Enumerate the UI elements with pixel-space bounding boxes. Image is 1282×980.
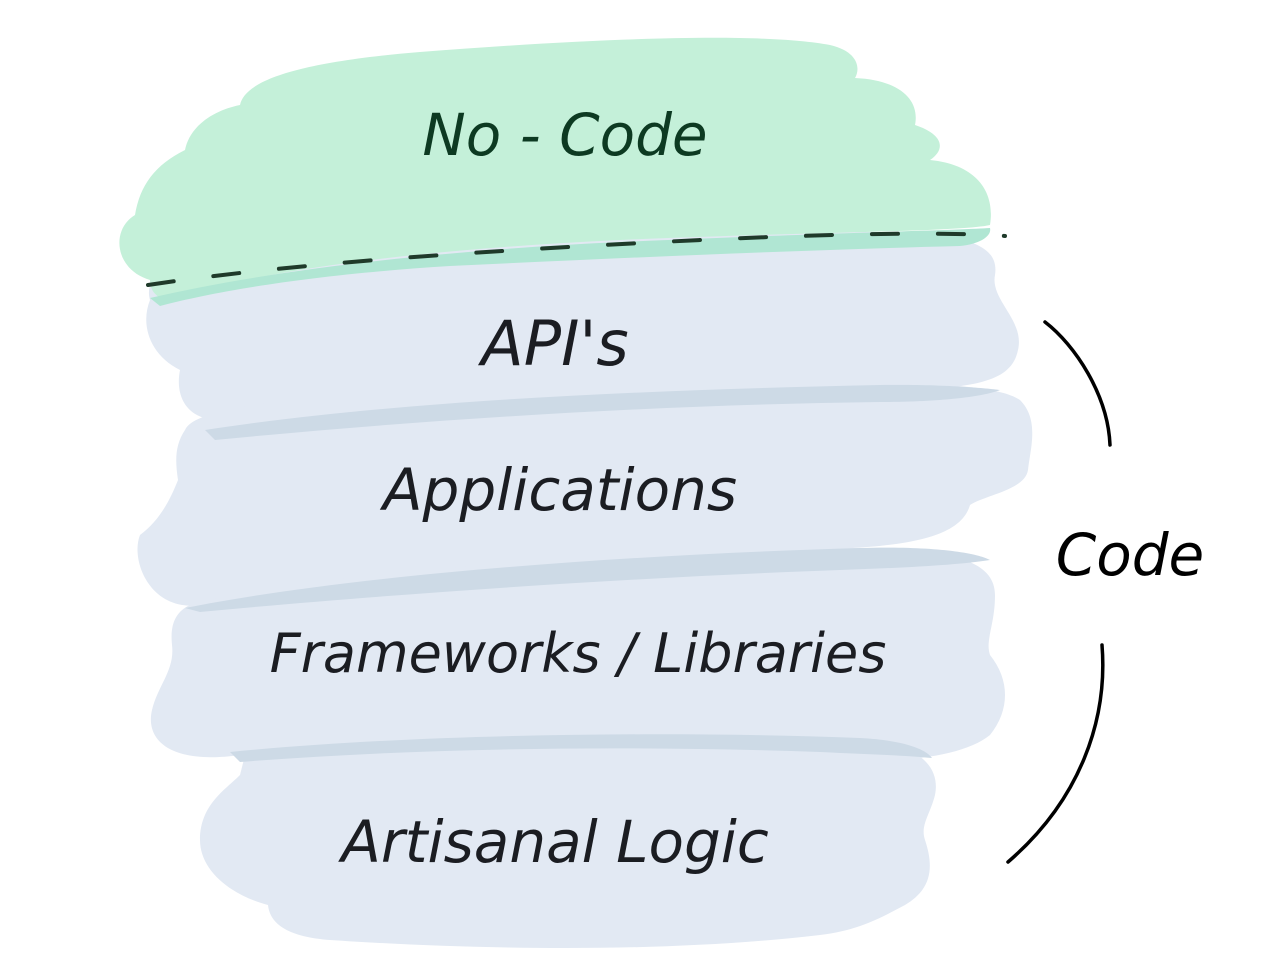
layer-no-code-shape xyxy=(119,37,991,300)
layer-artisanal-shape xyxy=(200,733,936,949)
no-code-overlap xyxy=(150,228,991,306)
seam-frameworks-artisanal xyxy=(230,734,932,762)
label-frameworks-libraries: Frameworks / Libraries xyxy=(270,622,887,685)
no-code-region xyxy=(119,37,991,306)
code-bracket xyxy=(1006,320,1112,864)
no-code-divider xyxy=(146,231,1007,287)
layer-frameworks-shape xyxy=(150,548,1005,762)
label-artisanal-logic: Artisanal Logic xyxy=(337,808,769,876)
bracket-top-arc xyxy=(1043,320,1112,447)
seam-applications-frameworks xyxy=(185,547,990,612)
layer-apis-shape xyxy=(146,231,1019,421)
layer-applications-shape xyxy=(137,383,1033,606)
label-apis: API's xyxy=(477,307,628,380)
label-applications: Applications xyxy=(379,456,737,524)
bracket-bottom-arc xyxy=(1006,643,1105,864)
code-stack xyxy=(137,231,1033,949)
label-no-code: No - Code xyxy=(422,101,707,169)
label-code: Code xyxy=(1056,521,1204,589)
seam-apis-applications xyxy=(205,384,1000,440)
